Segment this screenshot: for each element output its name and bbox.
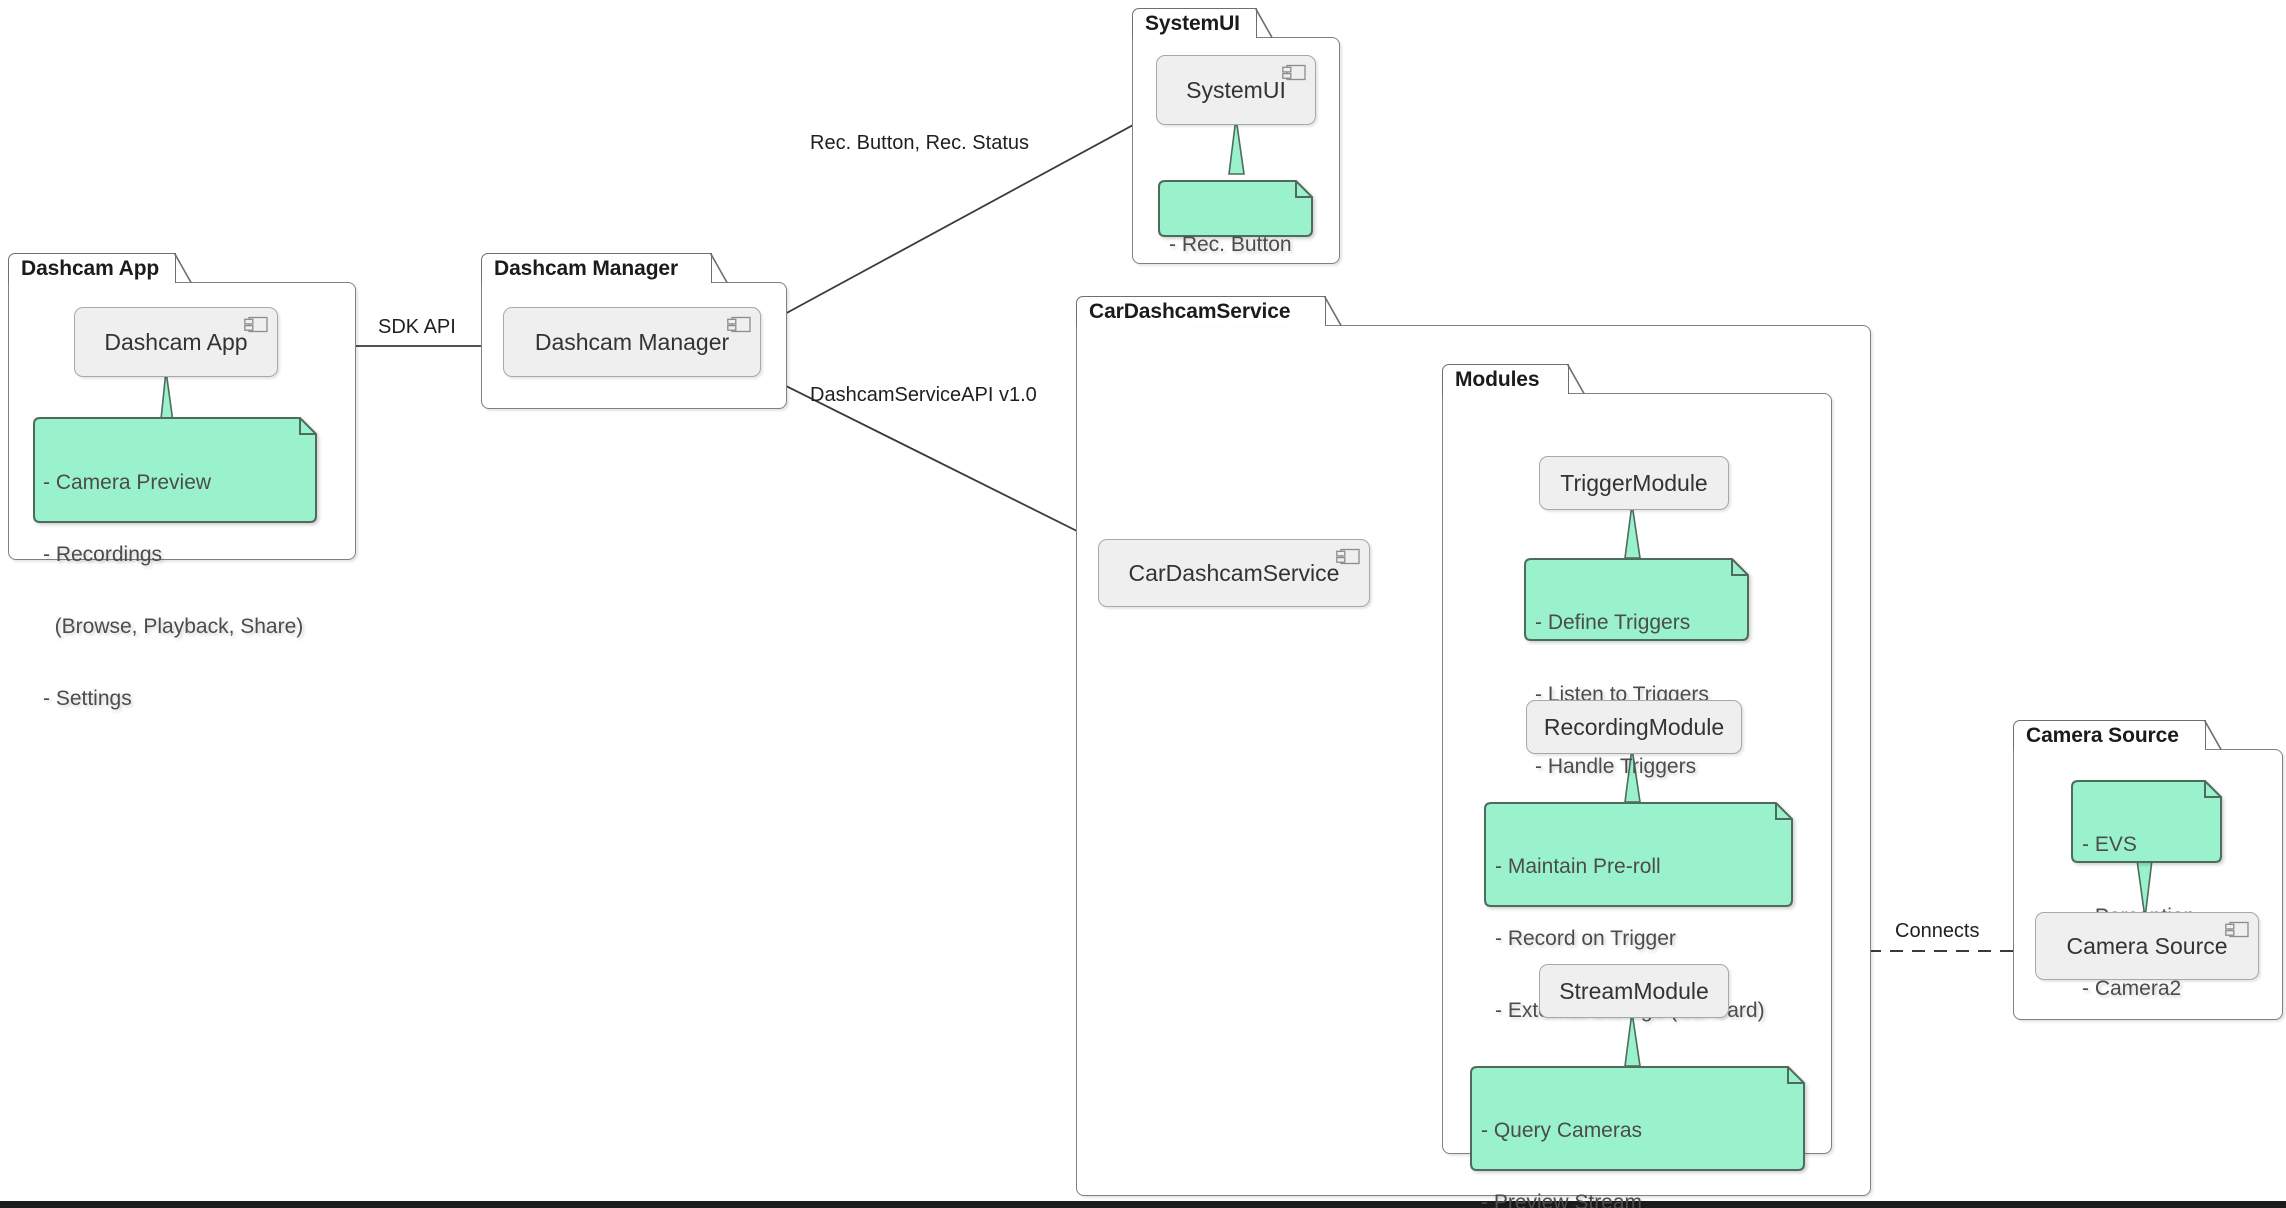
note-line: - Handle Triggers — [1535, 755, 1697, 778]
note-systemui: - Rec. Button - Rec. Status — [1156, 178, 1316, 328]
note-line: - Query Cameras — [1481, 1119, 1643, 1142]
note-anchor-camera-source — [2136, 860, 2153, 919]
note-anchor-systemui — [1228, 118, 1245, 175]
package-tab-slant — [1324, 296, 1342, 326]
package-label-cardashcamservice: CarDashcamService — [1089, 299, 1291, 323]
edge-label-connects: Connects — [1889, 920, 1986, 943]
note-line: - Settings — [43, 687, 132, 710]
package-label-modules: Modules — [1455, 367, 1540, 391]
package-tab-slant — [2204, 720, 2222, 750]
package-camera-source: Camera Source - EVS - Perception - Camer… — [2013, 720, 2283, 1020]
note-streammodule: - Query Cameras - Preview Stream - Snaps… — [1468, 1064, 1808, 1208]
component-icon — [1282, 64, 1306, 84]
package-cardashcamservice: CarDashcamService CarDashcamService Modu… — [1076, 296, 1871, 1208]
package-tab-systemui: SystemUI — [1132, 8, 1257, 38]
component-cardashcamservice[interactable]: CarDashcamService — [1098, 539, 1370, 607]
package-label-camera-source: Camera Source — [2026, 723, 2179, 747]
note-text-streammodule: - Query Cameras - Preview Stream - Snaps… — [1481, 1071, 1769, 1208]
package-tab-slant — [1567, 364, 1585, 394]
component-label-dashcam-app: Dashcam App — [104, 328, 248, 355]
note-line: - Recordings — [43, 543, 163, 566]
module-recordingmodule[interactable]: RecordingModule — [1526, 700, 1742, 754]
component-camera-source[interactable]: Camera Source — [2035, 912, 2259, 980]
package-tab-dashcam-app: Dashcam App — [8, 253, 176, 283]
component-label-camera-source: Camera Source — [2066, 932, 2228, 959]
component-label-cardashcamservice: CarDashcamService — [1128, 559, 1340, 586]
component-label-systemui: SystemUI — [1186, 76, 1286, 103]
note-text-triggermodule: - Define Triggers - Listen to Triggers -… — [1535, 563, 1709, 827]
module-label-triggermodule: TriggerModule — [1560, 469, 1708, 496]
package-dashcam-app: Dashcam App Dashcam App — [8, 253, 356, 710]
note-line: - EVS — [2082, 833, 2137, 856]
note-text-dashcam-app: - Camera Preview - Recordings (Browse, P… — [43, 423, 303, 759]
package-label-dashcam-app: Dashcam App — [21, 256, 160, 280]
note-line: - Camera Preview — [43, 471, 212, 494]
edge-label-dashcamserviceapi: DashcamServiceAPI v1.0 — [810, 384, 1037, 406]
package-tab-camera-source: Camera Source — [2013, 720, 2206, 750]
component-icon — [1336, 548, 1360, 568]
note-triggermodule: - Define Triggers - Listen to Triggers -… — [1522, 556, 1752, 778]
module-streammodule[interactable]: StreamModule — [1539, 964, 1729, 1018]
component-icon — [727, 316, 751, 336]
note-line: - Record on Trigger — [1495, 927, 1676, 950]
note-anchor-triggermodule — [1624, 504, 1641, 559]
page-bottom-edge — [0, 1201, 2286, 1208]
note-line: - Preview Stream — [1481, 1191, 1643, 1208]
component-dashcam-app[interactable]: Dashcam App — [74, 307, 278, 377]
component-icon — [244, 316, 268, 336]
package-label-dashcam-manager: Dashcam Manager — [494, 256, 679, 280]
package-tab-slant — [1255, 8, 1273, 38]
note-camera-source: - EVS - Perception - Camera2 — [2069, 778, 2225, 1000]
package-label-systemui: SystemUI — [1145, 11, 1240, 35]
component-dashcam-manager[interactable]: Dashcam Manager — [503, 307, 761, 377]
module-label-streammodule: StreamModule — [1559, 977, 1709, 1004]
note-text-systemui: - Rec. Button - Rec. Status — [1169, 185, 1292, 377]
package-tab-cardashcamservice: CarDashcamService — [1076, 296, 1326, 326]
note-line: - Rec. Button — [1169, 233, 1292, 256]
package-dashcam-manager: Dashcam Manager Dashcam Manager — [481, 253, 787, 409]
module-label-recordingmodule: RecordingModule — [1543, 713, 1725, 740]
package-tab-dashcam-manager: Dashcam Manager — [481, 253, 712, 283]
note-dashcam-app: - Camera Preview - Recordings (Browse, P… — [30, 414, 320, 710]
component-label-dashcam-manager: Dashcam Manager — [534, 328, 730, 355]
edge-label-sdk-api: SDK API — [378, 316, 456, 338]
package-systemui: SystemUI SystemUI - — [1132, 8, 1340, 328]
package-tab-slant — [710, 253, 728, 283]
note-recordingmodule: - Maintain Pre-roll - Record on Trigger … — [1482, 800, 1796, 1094]
package-modules: Modules TriggerModule - Define Triggers — [1442, 364, 1832, 1208]
module-triggermodule[interactable]: TriggerModule — [1539, 456, 1729, 510]
note-line: - Camera2 — [2082, 977, 2182, 1000]
component-icon — [2225, 921, 2249, 941]
note-line: - Maintain Pre-roll — [1495, 855, 1661, 878]
component-systemui[interactable]: SystemUI — [1156, 55, 1316, 125]
package-tab-slant — [174, 253, 192, 283]
package-body-modules — [1442, 393, 1832, 1154]
note-line: (Browse, Playback, Share) — [43, 615, 304, 638]
note-line: - Define Triggers — [1535, 611, 1691, 634]
edge-label-rec-button-status: Rec. Button, Rec. Status — [810, 132, 1029, 154]
package-tab-modules: Modules — [1442, 364, 1569, 394]
